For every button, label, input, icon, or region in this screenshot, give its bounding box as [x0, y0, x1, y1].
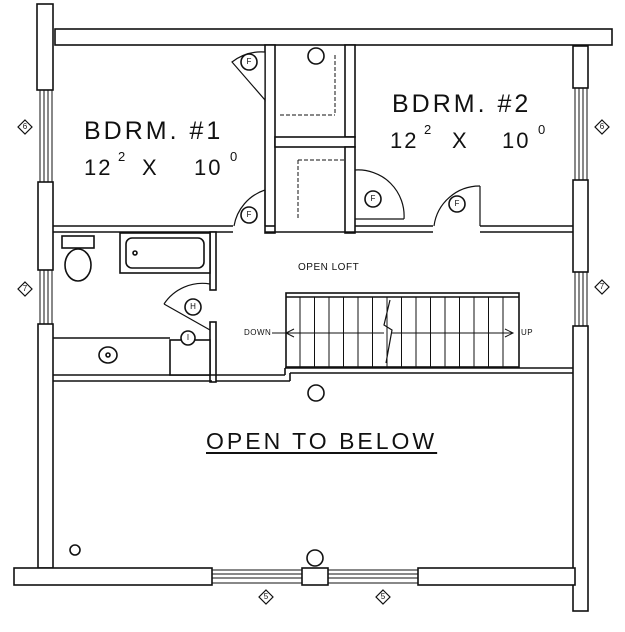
bedroom1-dim-b-sup: 0	[230, 149, 240, 164]
section-marker-bottom-left: 5	[263, 592, 269, 601]
bedroom2-dim-b: 10	[502, 128, 531, 153]
bottom-window-right	[328, 569, 418, 584]
stair-down-label: DOWN	[243, 328, 273, 337]
furnace-symbol-4	[448, 195, 466, 213]
light-fixture-closet	[307, 47, 325, 65]
section-marker-right-lower: 7	[599, 282, 605, 291]
staircase	[285, 292, 520, 368]
bottom-beam-left	[13, 567, 213, 586]
bedroom2-dim-b-sup: 0	[538, 122, 548, 137]
bathtub	[119, 232, 211, 274]
bedroom2-label: BDRM. #2	[392, 90, 532, 118]
open-loft-label: OPEN LOFT	[298, 262, 360, 273]
furnace-label-2: F	[246, 210, 252, 219]
bedroom1-dim-b: 10	[194, 155, 223, 180]
furnace-label-3: F	[370, 194, 376, 203]
section-marker-left-lower: 7	[22, 284, 28, 293]
left-wall-lower	[37, 323, 54, 569]
right-wall-post	[572, 45, 589, 89]
section-marker-shapes	[17, 119, 610, 605]
toilet	[61, 235, 95, 282]
utility-cabinet	[169, 339, 211, 376]
water-label: I	[186, 333, 190, 342]
furnace-symbol-2	[240, 206, 258, 224]
furnace-label-4: F	[454, 199, 460, 208]
furnace-label-1: F	[246, 57, 252, 66]
closet-shelf-lines	[280, 55, 345, 218]
bottom-window-left	[212, 569, 302, 584]
open-below-label: OPEN TO BELOW	[206, 428, 438, 454]
section-marker-right-upper: 6	[599, 122, 605, 131]
right-window-lower	[574, 272, 588, 326]
furnace-symbol-1	[240, 53, 258, 71]
vanity-sink	[53, 337, 170, 364]
bedroom1-dim-a-sup: 2	[118, 149, 128, 164]
left-window-lower	[39, 270, 53, 324]
bedroom1-label: BDRM. #1	[84, 117, 224, 145]
right-wall-lower	[572, 325, 589, 612]
outlet-marker	[69, 544, 81, 556]
bedroom1-dimensions: 12 2 X 10 0	[84, 149, 244, 185]
furnace-symbol-3	[364, 190, 382, 208]
bedroom2-times: X	[452, 128, 469, 153]
light-fixture-below	[306, 549, 324, 567]
water-symbol	[180, 330, 196, 346]
right-window-upper	[574, 88, 588, 180]
stair-arrows	[270, 328, 515, 338]
right-wall	[572, 179, 589, 273]
heater-symbol	[184, 298, 202, 316]
interior-walls	[53, 44, 573, 383]
section-marker-left-upper: 6	[22, 122, 28, 131]
bedroom1-dim-a: 12	[84, 155, 113, 180]
heater-label: H	[190, 302, 196, 311]
stair-break-line	[383, 299, 393, 364]
bedroom2-dimensions: 12 2 X 10 0	[390, 122, 550, 158]
light-fixture-loft	[307, 384, 325, 402]
left-wall	[37, 181, 54, 271]
bedroom2-dim-a-sup: 2	[424, 122, 434, 137]
top-beam	[54, 28, 613, 46]
stair-up-label: UP	[520, 328, 535, 337]
bedroom1-times: X	[142, 155, 159, 180]
bedroom2-dim-a: 12	[390, 128, 419, 153]
left-window-upper	[39, 90, 53, 182]
section-marker-bottom-right: 5	[380, 592, 386, 601]
bottom-beam-right	[417, 567, 576, 586]
left-wall-post	[36, 3, 54, 91]
bottom-center-post	[301, 567, 329, 586]
